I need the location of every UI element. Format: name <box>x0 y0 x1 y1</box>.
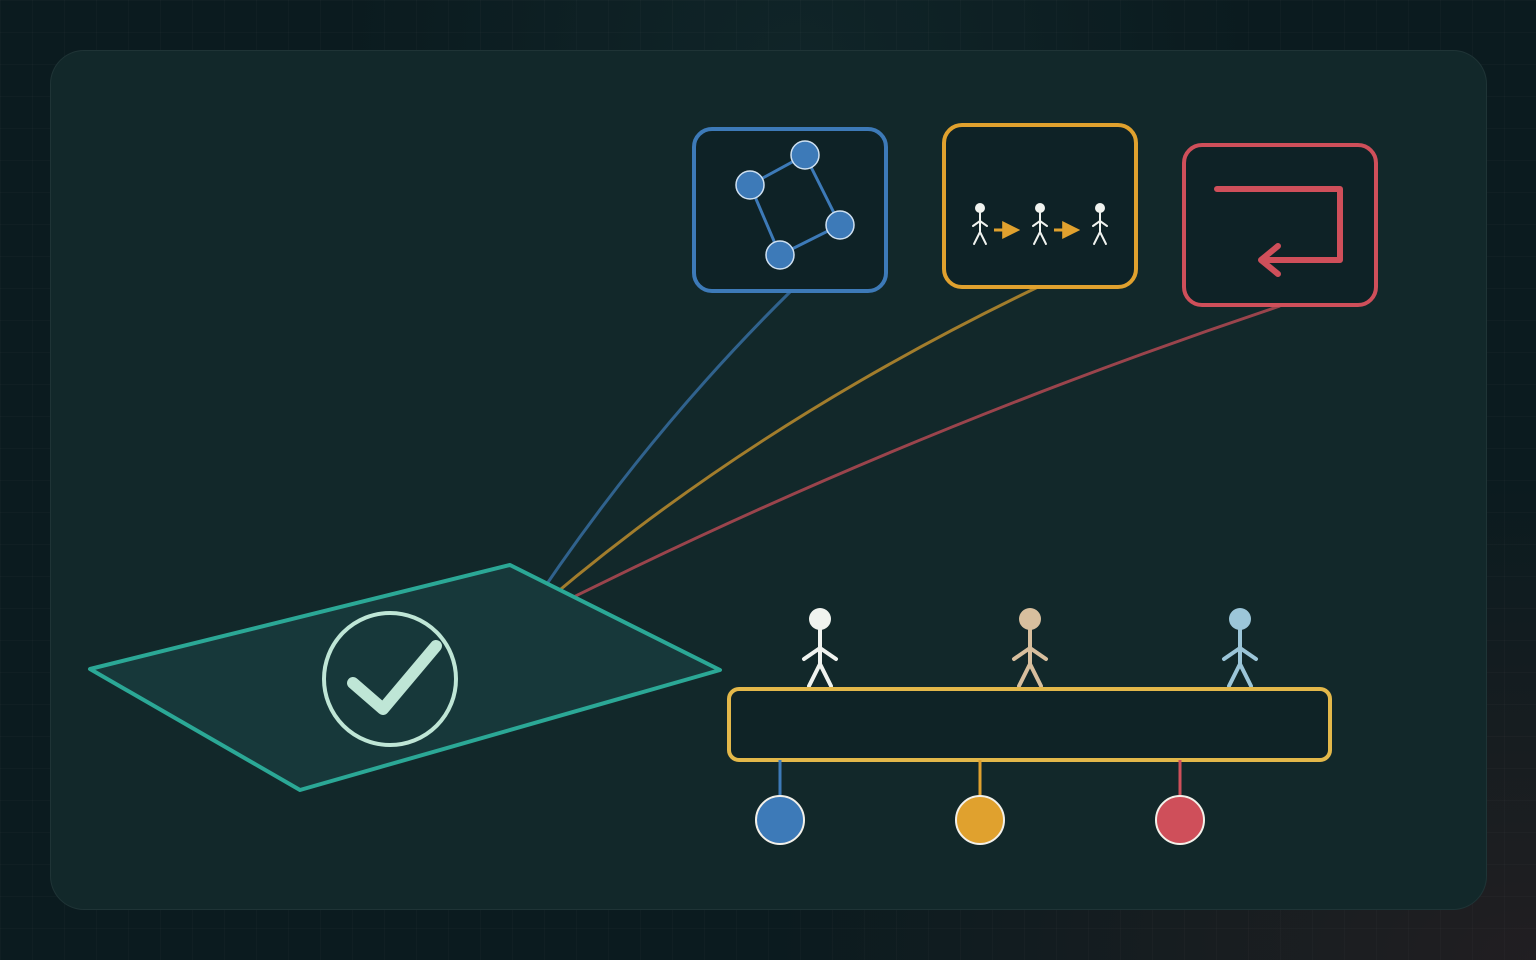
person-figure-icon <box>1012 608 1048 688</box>
person-head <box>1019 608 1041 630</box>
return-arrow-icon <box>1214 186 1343 277</box>
person-figure-icon <box>1222 608 1258 688</box>
network-box <box>692 127 888 293</box>
connector-line-gold <box>519 285 1039 626</box>
person-figure-icon <box>802 608 838 688</box>
nodes-group <box>755 760 1205 845</box>
person-head <box>1229 608 1251 630</box>
person-body <box>802 628 838 688</box>
person-body <box>1012 628 1048 688</box>
sequence-box <box>942 123 1138 289</box>
checkmark-circle-icon <box>322 611 458 747</box>
person-body <box>1222 628 1258 688</box>
network-graph-icon <box>735 140 855 270</box>
return-box <box>1182 143 1378 307</box>
node-circle <box>955 795 1005 845</box>
person-head <box>809 608 831 630</box>
connector-line-red <box>519 304 1281 626</box>
people-group <box>802 608 1258 688</box>
connector-line-blue <box>518 290 792 625</box>
platform-bar <box>727 687 1332 762</box>
node-circle <box>1155 795 1205 845</box>
people-sequence-icon <box>972 203 1108 245</box>
node-circle <box>755 795 805 845</box>
